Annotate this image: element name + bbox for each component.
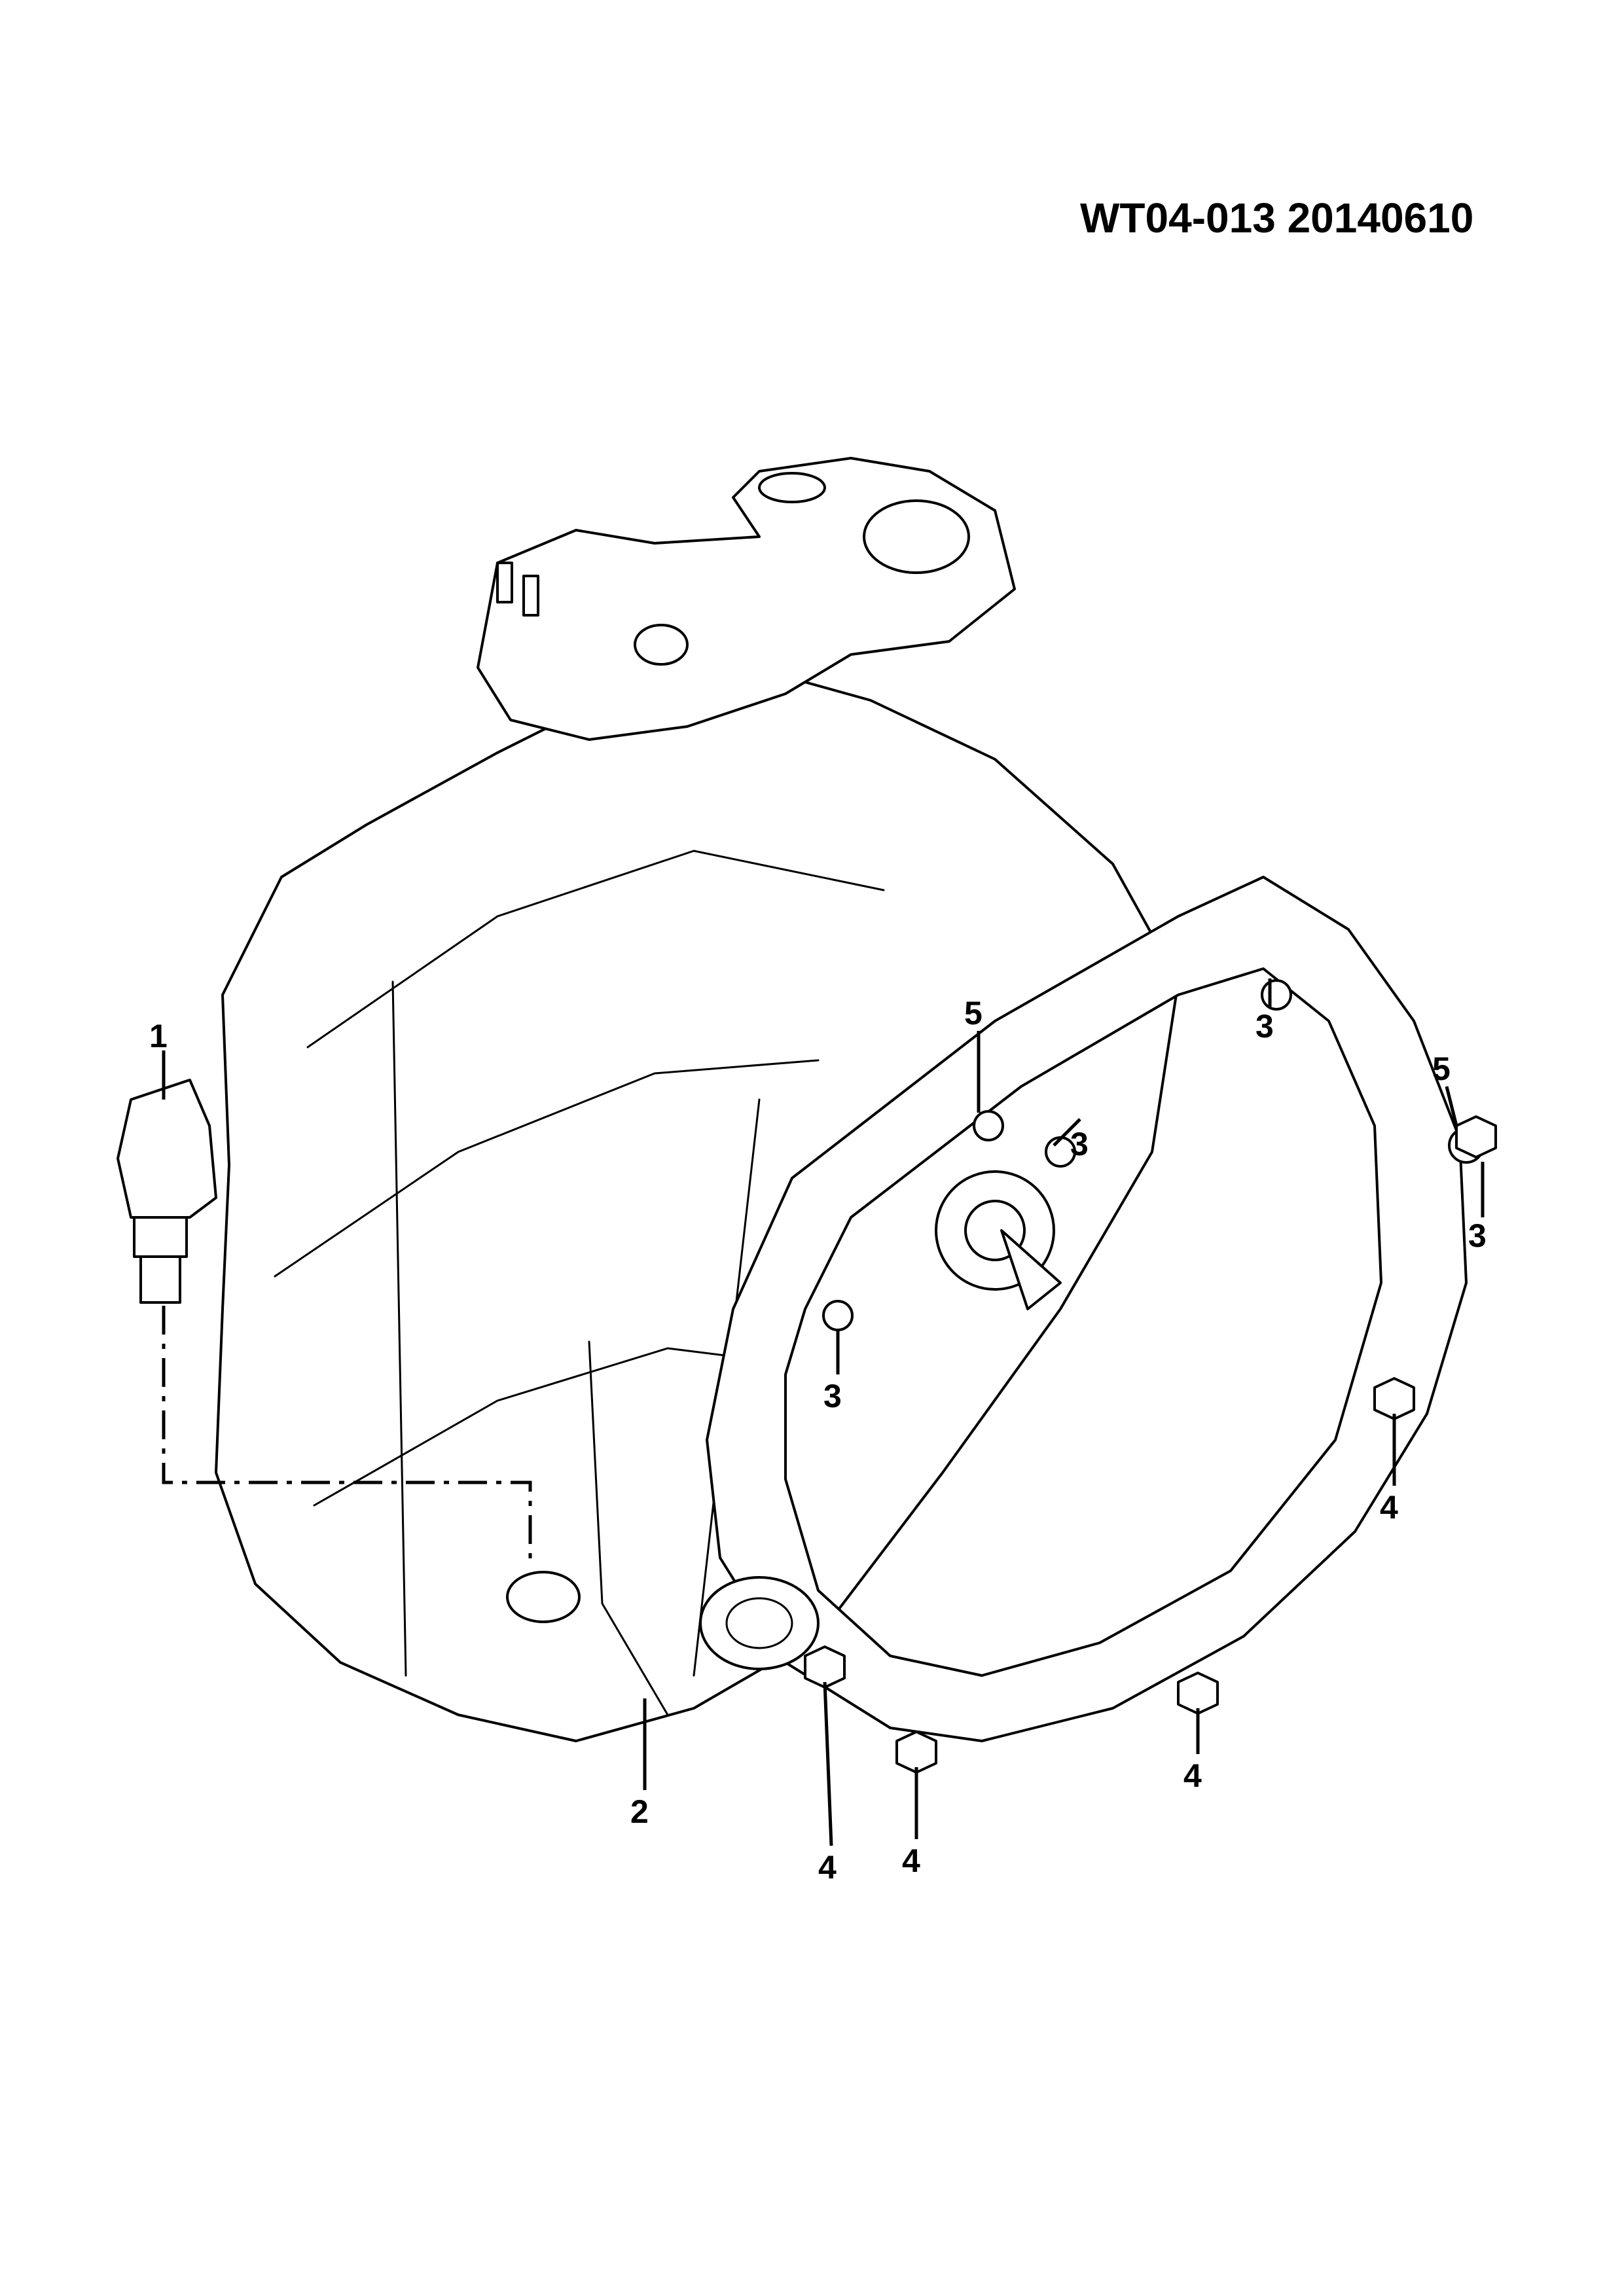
callout-5-left: 5 xyxy=(964,995,983,1031)
callout-4-lower-left: 4 xyxy=(818,1849,837,1886)
callout-3-upper: 3 xyxy=(1255,1008,1274,1045)
transmission-housing xyxy=(215,666,1180,1742)
speed-sensor xyxy=(117,1079,217,1304)
callout-4-lower-right: 4 xyxy=(1183,1757,1202,1794)
bell-housing-flange xyxy=(699,876,1468,1742)
callout-4-lower-center: 4 xyxy=(902,1842,920,1879)
shift-tower xyxy=(477,457,1016,741)
sensor-bore xyxy=(506,1571,581,1623)
callout-4-right: 4 xyxy=(1380,1489,1398,1526)
callout-2: 2 xyxy=(630,1793,649,1830)
drawing-code: WT04-013 20140610 xyxy=(1080,194,1473,242)
callout-3-lower: 3 xyxy=(823,1378,842,1414)
leader-lines xyxy=(162,978,1485,1846)
callout-3-center: 3 xyxy=(1070,1126,1089,1162)
callout-5-right: 5 xyxy=(1432,1050,1451,1087)
callout-1: 1 xyxy=(149,1018,168,1054)
sensor-install-path xyxy=(162,1306,532,1564)
callout-3-right: 3 xyxy=(1468,1217,1487,1254)
